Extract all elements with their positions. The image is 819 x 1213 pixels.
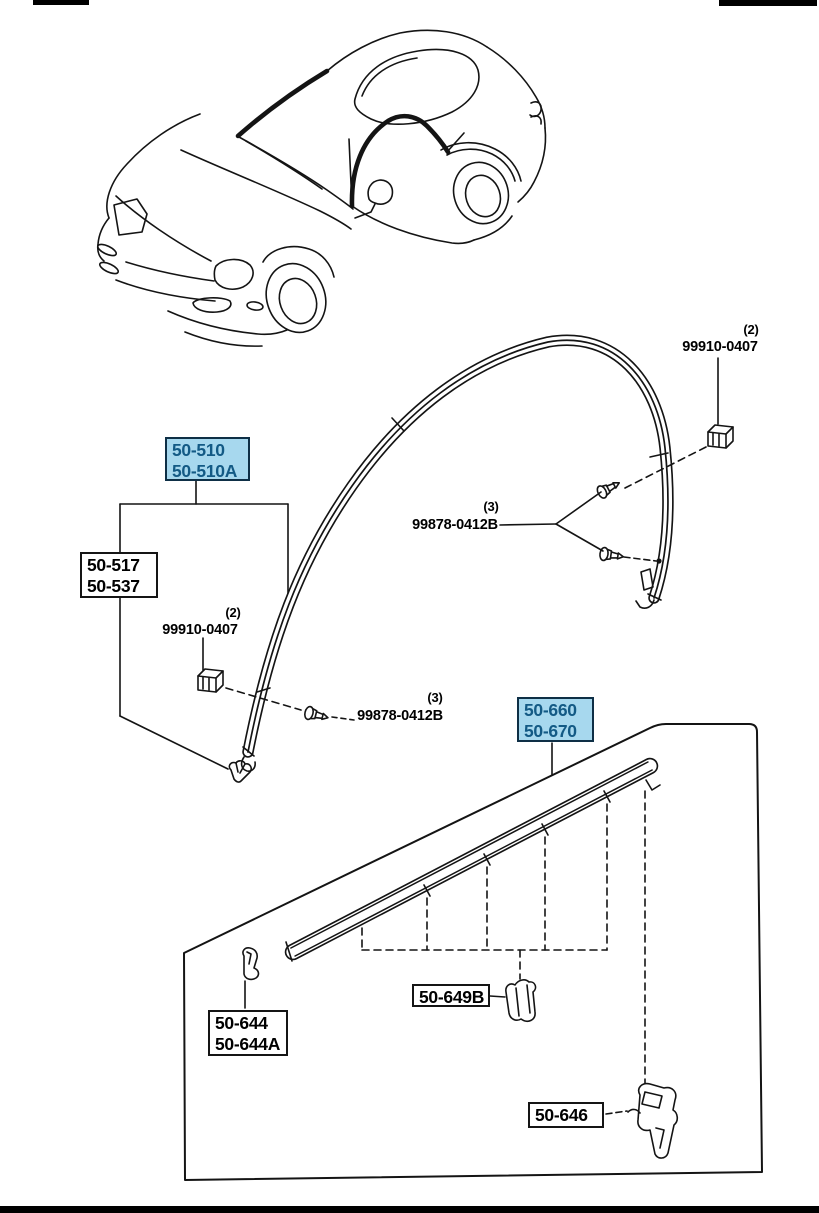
callout-bracket-50-510	[119, 480, 289, 770]
part-number: 50-644A	[215, 1034, 281, 1054]
screw-fork-right	[499, 481, 657, 562]
fastener-label-screws-left: 99878-0412B	[357, 708, 443, 724]
part-label-50-646[interactable]: 50-646	[528, 1102, 604, 1128]
clip-drawing-50-644	[242, 947, 260, 981]
car-illustration	[96, 29, 547, 347]
part-label-50-644[interactable]: 50-644 50-644A	[208, 1010, 288, 1056]
clip-drawing-50-646	[627, 1082, 679, 1159]
part-label-50-517[interactable]: 50-517 50-537	[80, 552, 158, 598]
leader-50-646	[605, 1110, 628, 1115]
part-number: 50-649B	[419, 987, 485, 1007]
leader-50-649b	[489, 995, 506, 998]
a-pillar-moulding-highlight	[235, 68, 330, 139]
part-number: 50-644	[215, 1013, 268, 1033]
qty-label-top-right: (2)	[743, 322, 759, 337]
door-frame-moulding-highlight	[349, 113, 451, 209]
part-label-50-510[interactable]: 50-510 50-510A	[165, 437, 250, 481]
part-label-50-649b[interactable]: 50-649B	[412, 984, 490, 1007]
rear-panel-outline	[183, 723, 763, 1181]
clip-drawing-mid-left	[197, 637, 224, 693]
fastener-label-screws-right: 99878-0412B	[412, 517, 498, 533]
fastener-label-mid-left: 99910-0407	[162, 622, 238, 638]
part-number: 50-646	[535, 1105, 588, 1125]
window-frame-moulding-drawing	[240, 334, 674, 772]
part-label-50-660[interactable]: 50-660 50-670	[517, 697, 594, 742]
part-number: 50-660	[524, 700, 577, 720]
qty-label-screws-left: (3)	[427, 690, 443, 705]
screw-left-group	[225, 687, 355, 721]
part-number: 50-670	[524, 721, 577, 741]
qty-label-mid-left: (2)	[225, 605, 241, 620]
dashed-attachment-bracket	[361, 790, 646, 1084]
clip-drawing-top-right	[707, 357, 734, 449]
beltline-moulding-drawing	[284, 757, 661, 962]
part-number: 50-537	[87, 576, 140, 596]
leader-dashed-top-right	[624, 446, 707, 489]
qty-label-screws-right: (3)	[483, 499, 499, 514]
clip-drawing-50-649b	[505, 979, 537, 1022]
part-number: 50-517	[87, 555, 140, 575]
clip-drawing-bracket-end	[228, 760, 252, 783]
part-number: 50-510	[172, 440, 225, 460]
part-number: 50-510A	[172, 461, 238, 481]
fastener-label-top-right: 99910-0407	[682, 339, 758, 355]
